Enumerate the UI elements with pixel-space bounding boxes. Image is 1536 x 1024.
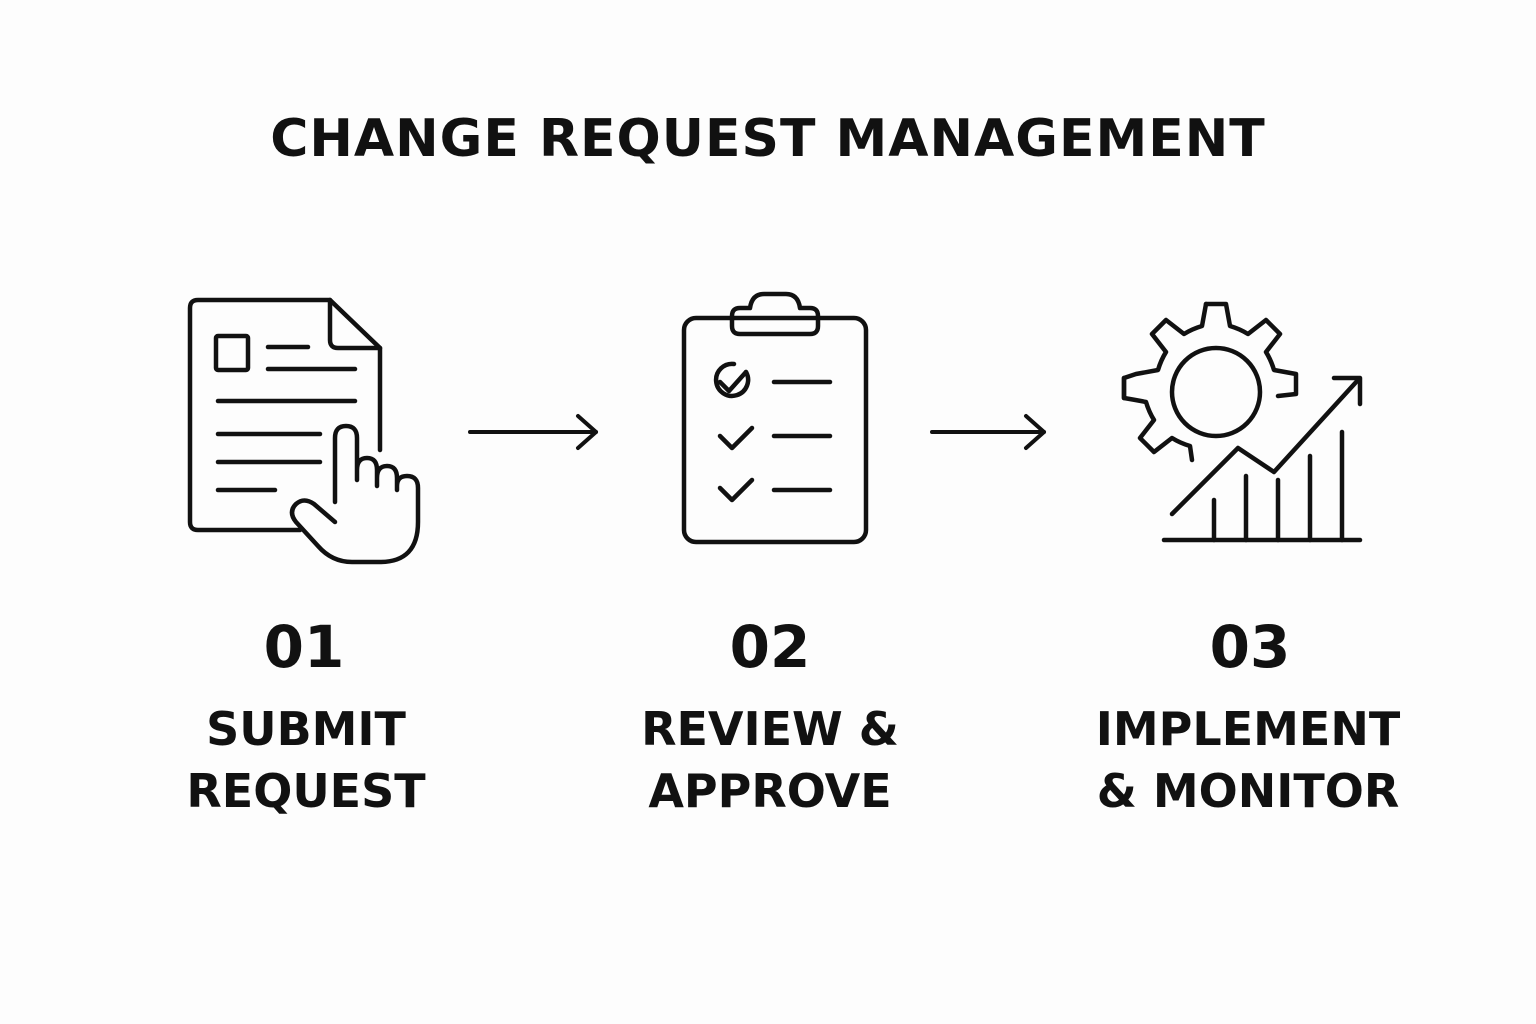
document-hand-pointer-icon bbox=[180, 290, 430, 570]
step-label-3-line-2: & MONITOR bbox=[1096, 764, 1400, 818]
diagram-title: CHANGE REQUEST MANAGEMENT bbox=[270, 109, 1266, 169]
step-label-2-line-1: REVIEW & bbox=[641, 702, 899, 756]
step-label-1-line-2: REQUEST bbox=[186, 764, 426, 818]
step-label-3: IMPLEMENT & MONITOR bbox=[1078, 698, 1418, 822]
gear-growth-chart-icon bbox=[1116, 296, 1368, 548]
arrow-right-icon bbox=[468, 412, 602, 452]
step-label-1-line-1: SUBMIT bbox=[206, 702, 406, 756]
arrow-right-icon bbox=[930, 412, 1050, 452]
step-number-2: 02 bbox=[729, 613, 811, 681]
step-label-3-line-1: IMPLEMENT bbox=[1095, 702, 1401, 756]
step-number-1: 01 bbox=[263, 613, 345, 681]
clipboard-checklist-icon bbox=[680, 290, 870, 546]
step-label-2: REVIEW & APPROVE bbox=[600, 698, 940, 822]
step-label-1: SUBMIT REQUEST bbox=[136, 698, 476, 822]
step-label-2-line-2: APPROVE bbox=[648, 764, 892, 818]
step-number-3: 03 bbox=[1209, 613, 1291, 681]
